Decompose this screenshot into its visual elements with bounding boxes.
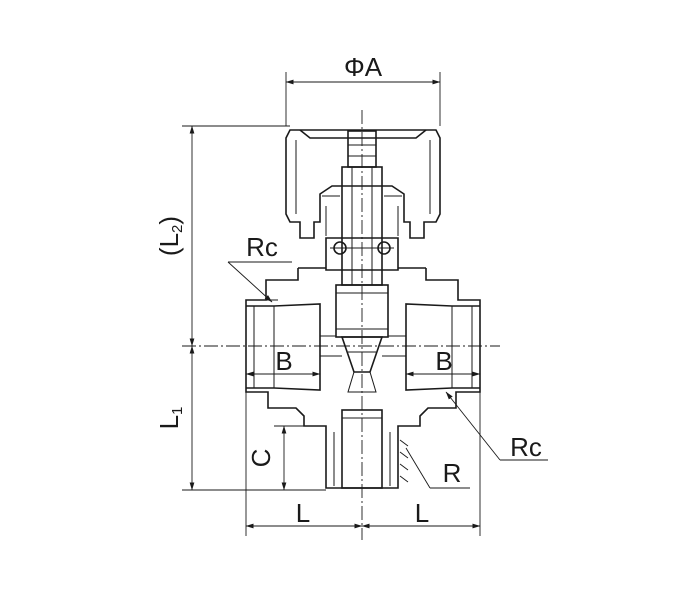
dimension-l1 (182, 345, 326, 491)
label-rc-upper: Rc (246, 232, 278, 262)
label-rc-lower: Rc (510, 432, 542, 462)
label-phi-a: ΦA (344, 52, 383, 82)
dimension-l-bottom (245, 392, 481, 536)
label-l2-open: ( (154, 247, 184, 256)
leader-rc-lower (445, 391, 548, 461)
dimension-c (274, 425, 318, 491)
svg-text:L1: L1 (154, 407, 186, 430)
label-l2-sub: 2 (169, 225, 186, 233)
label-l-right: L (415, 498, 429, 528)
center-lines (182, 110, 500, 540)
handle (285, 129, 441, 239)
label-l1-letter: L (154, 415, 184, 429)
label-l1: L1 (154, 407, 186, 430)
label-c-text: C (246, 449, 276, 468)
stem (325, 166, 399, 373)
label-b-left: B (275, 346, 292, 376)
dimension-phi-a (285, 72, 441, 126)
label-l2: (L2) (154, 216, 186, 256)
label-l-left: L (296, 498, 310, 528)
leader-r (405, 447, 470, 489)
label-b-right: B (435, 346, 452, 376)
label-r: R (443, 458, 462, 488)
label-l2-close: ) (154, 216, 184, 225)
label-l2-letter: L (154, 233, 184, 247)
svg-text:(L2): (L2) (154, 216, 186, 256)
label-c: C (246, 449, 276, 468)
leader-rc-upper (227, 261, 292, 303)
label-l1-sub: 1 (169, 407, 186, 415)
bottom-connection (318, 409, 409, 489)
dimension-l2 (182, 125, 290, 347)
